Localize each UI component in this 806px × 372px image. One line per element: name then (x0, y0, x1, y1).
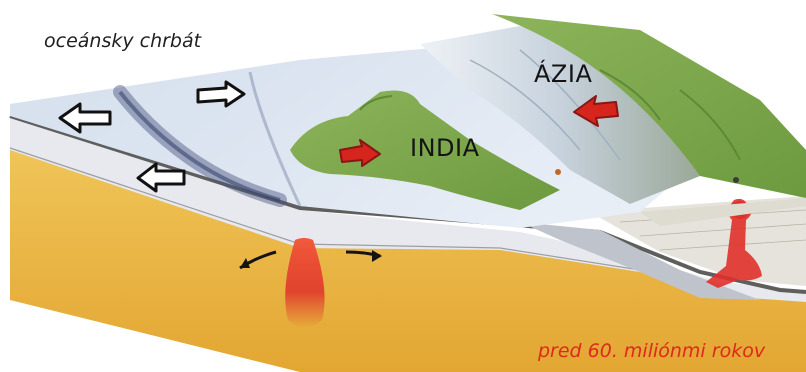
ridge-label: oceánsky chrbát (44, 30, 201, 52)
time-caption: pred 60. miliónmi rokov (538, 340, 765, 362)
india-label: INDIA (410, 134, 480, 162)
asia-label: ÁZIA (534, 60, 592, 88)
